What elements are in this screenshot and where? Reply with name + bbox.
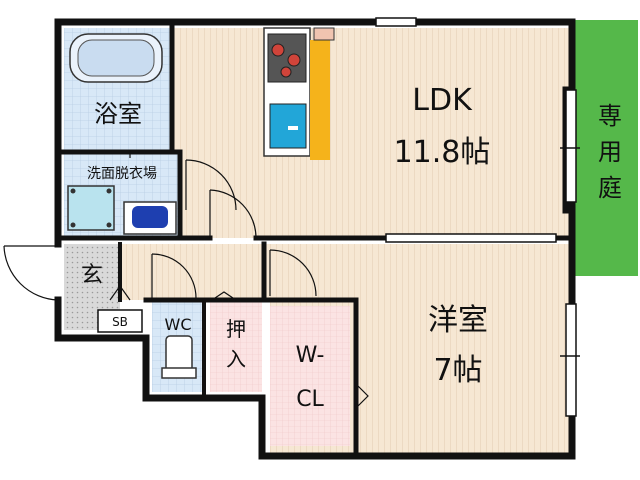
private-garden — [574, 20, 638, 276]
oshiire-label-1: 押 — [226, 317, 246, 341]
window-ldk-east — [565, 89, 577, 203]
walk-in-closet-label-2: CL — [296, 387, 324, 412]
walk-in-closet-label-1: W- — [296, 343, 325, 368]
washroom-label: 洗面脱衣場 — [87, 166, 157, 182]
window-top — [375, 17, 417, 27]
window-western-east — [565, 303, 577, 417]
ldk-label: LDK — [412, 83, 473, 118]
ldk-size-label: 11.8帖 — [394, 135, 491, 170]
sb-box — [97, 309, 143, 333]
bath-label: 浴室 — [94, 100, 142, 128]
walk-in-closet-floor — [270, 306, 350, 446]
western-room-size-label: 7帖 — [433, 353, 482, 388]
sb-label: SB — [112, 315, 128, 329]
oshiire-label-2: 入 — [226, 347, 246, 371]
ldk-floor — [172, 28, 570, 238]
kitchen-orange-panel — [310, 40, 330, 160]
entrance-label: 玄 — [81, 263, 103, 288]
wc-label: WC — [165, 315, 192, 334]
garden-label-3: 庭 — [598, 174, 622, 202]
oshiire-floor — [210, 302, 262, 392]
garden-label-2: 用 — [598, 138, 622, 166]
burner-icon — [271, 43, 285, 57]
kitchen-sink — [269, 103, 307, 149]
sliding-door-ldk-western — [385, 233, 557, 243]
western-room-label: 洋室 — [428, 303, 488, 338]
door-swings — [3, 159, 369, 409]
washing-machine-pan — [67, 185, 115, 231]
garden-label-1: 専 — [598, 102, 622, 130]
